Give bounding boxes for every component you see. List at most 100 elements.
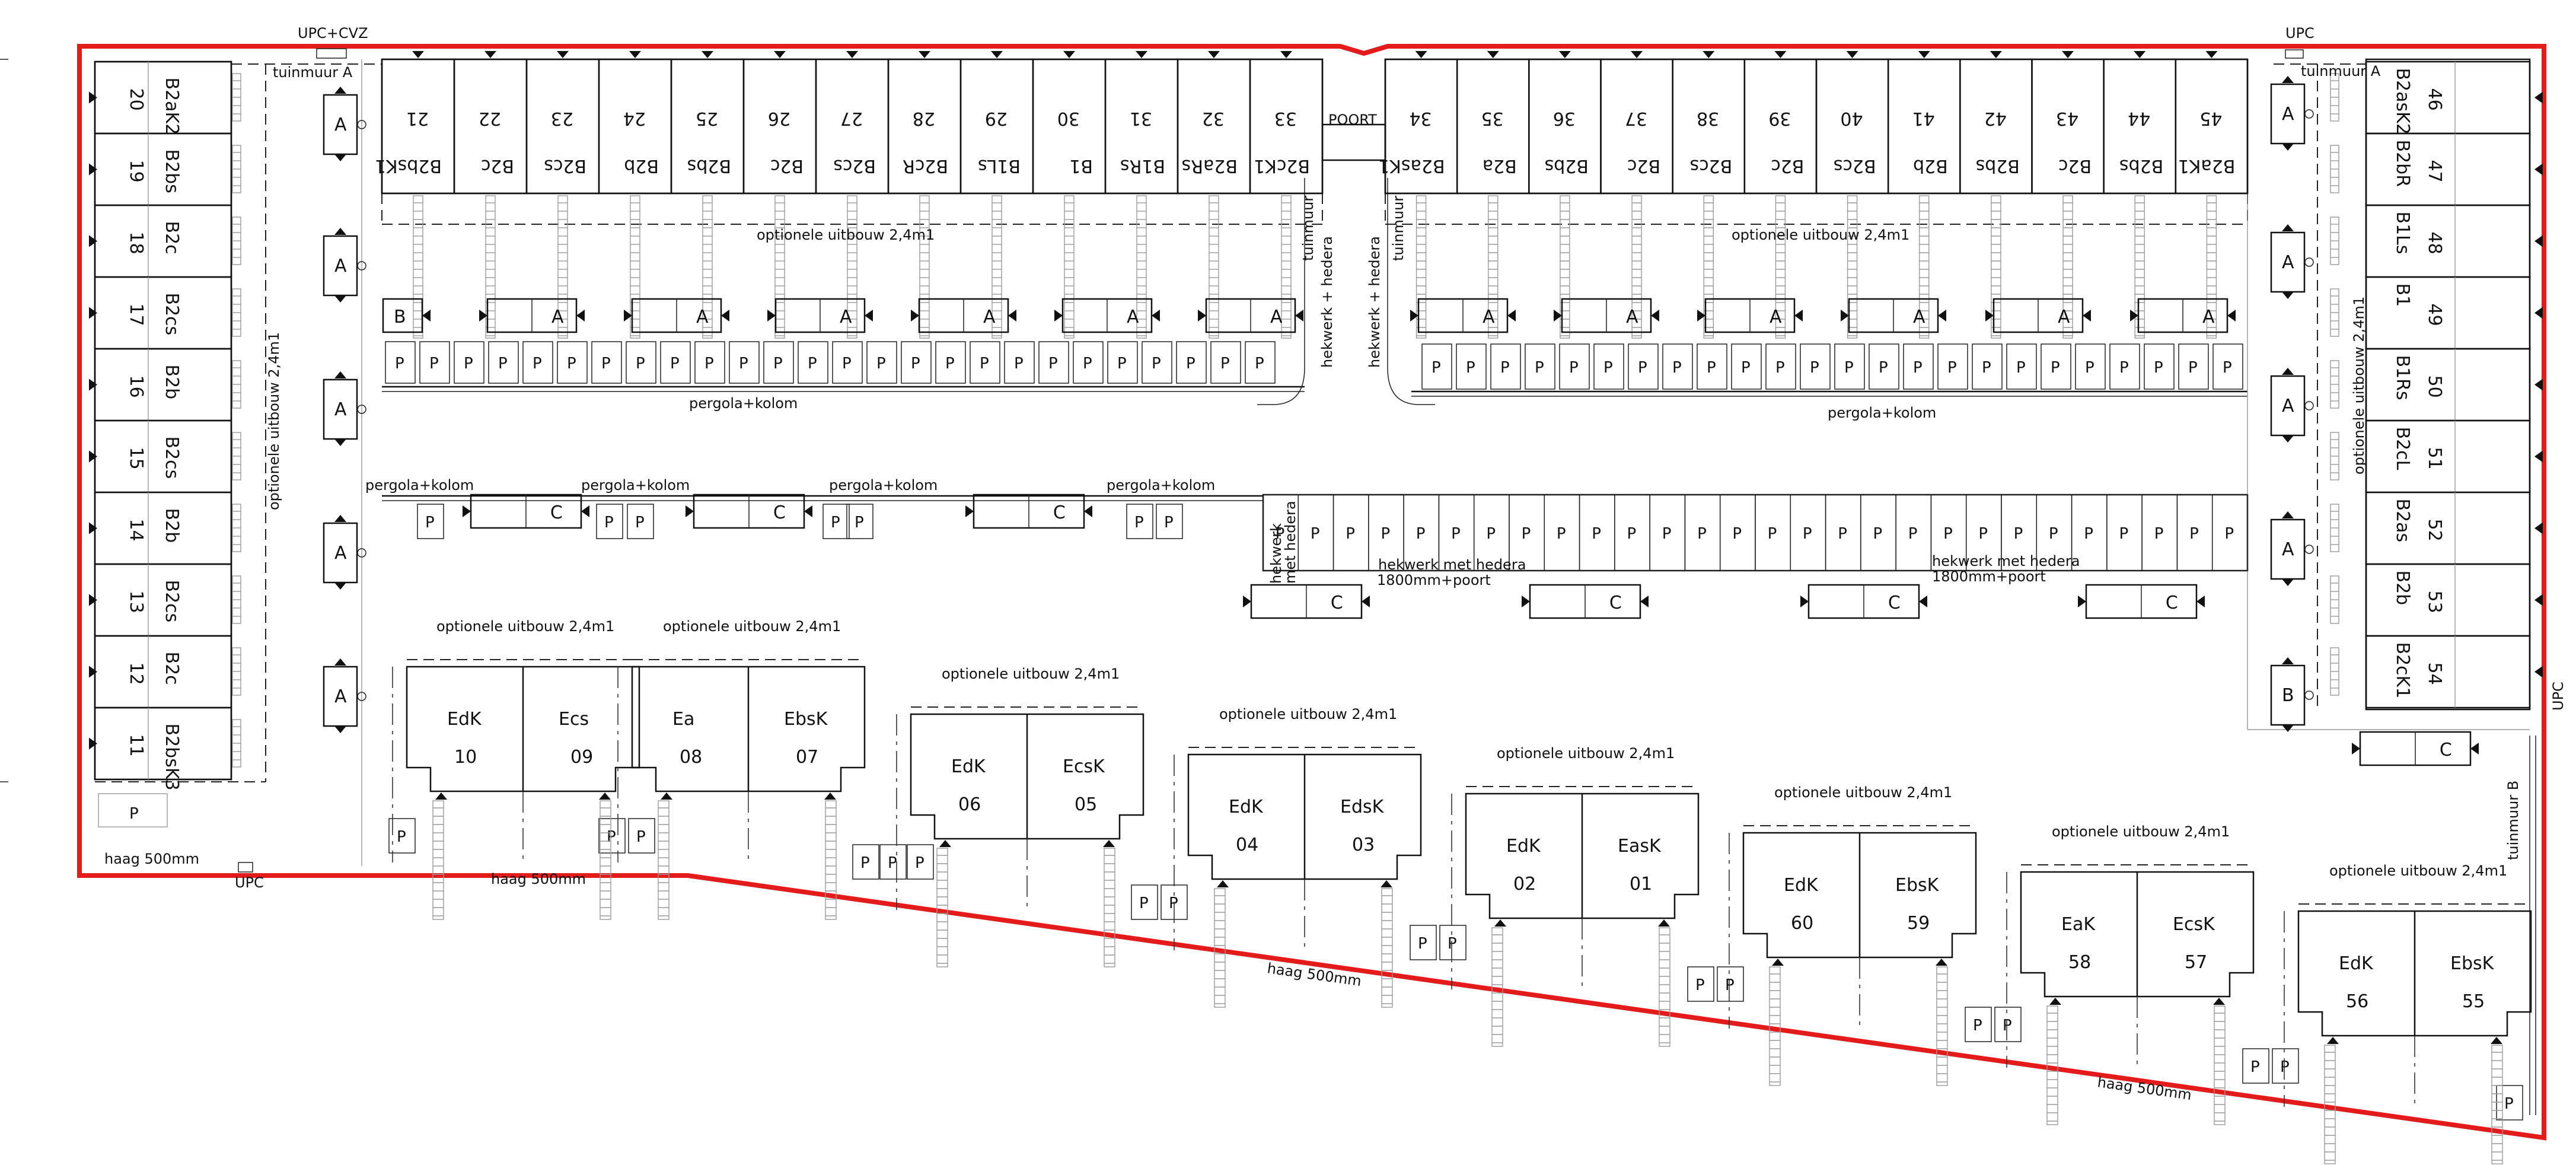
parking-label: P [831,514,840,531]
entrance-arrow [1008,310,1016,322]
house-type: B2b [2392,571,2413,606]
parking-label: P [1707,359,1716,377]
parking-label: P [1879,359,1888,377]
entrance-arrow [1631,51,1643,58]
house-type: EcsK [2173,914,2215,935]
parking-spot [866,341,897,384]
house-type: B2aK1 [2178,155,2236,176]
parking-spot [2075,343,2106,390]
parking-spot [1490,343,1521,390]
entrance-arrow [2491,1037,2502,1044]
parking-label: P [945,355,955,373]
parking-spot [1073,341,1104,384]
house-number: 22 [479,108,501,129]
parking-spot [1869,343,1899,390]
entrance-arrow [1280,51,1292,58]
paving-strip [1703,195,1714,339]
parking-spot [388,818,416,854]
light-symbol [2304,401,2314,410]
parking-label: P [636,828,646,846]
paving-strip [1919,195,1930,339]
entrance-arrow [1494,919,1506,927]
shed-label: B [2282,685,2294,706]
semi-detached-house [1187,753,1422,880]
entrance-arrow [1136,51,1147,58]
shed-label: C [1609,593,1622,613]
entrance-arrow [89,378,97,391]
house-number: 21 [406,108,429,129]
parking-spot [832,341,863,384]
light-symbol [357,120,366,129]
label-optionele-uitbouw: optionele uitbouw 2,4m1 [2329,862,2507,879]
house-number: 53 [2424,591,2445,613]
label-poort: POORT [1328,112,1377,128]
entrance-arrow [334,439,346,446]
parking-label: P [2223,359,2232,377]
paving-strip [1415,195,1427,339]
top-left-row-houses: 21B2bsK122B2c23B2cs24B2b25B2bs26B2c27B2c… [375,51,1324,339]
parking-spot [1131,884,1158,920]
parking-label: P [1451,525,1461,543]
parking-label: P [2119,359,2129,377]
label-poort-1800-1: 1800mm+poort [1377,572,1491,588]
light-symbol [2304,690,2314,700]
parking-label: P [1014,355,1024,373]
entrance-arrow [2282,657,2294,664]
entrance-arrow [2205,51,2218,58]
entrance-arrow [1152,310,1160,322]
parking-label: P [1276,525,1285,543]
house-right [2365,348,2531,422]
paving-strip [1847,195,1858,339]
house-type: EdsK [1340,797,1385,817]
parking-label: P [635,514,645,531]
entrance-arrow [939,840,951,847]
parking-spot [729,341,760,384]
parking-spot [522,341,553,384]
parking-label: P [395,355,404,373]
entrance-arrow [1846,51,1858,58]
entrance-arrow [1522,596,1530,607]
parking-spot [1525,343,1555,390]
entrance-arrow [1295,310,1303,322]
house-type: B2cK1 [1254,155,1310,176]
parking-label: P [1947,359,1957,377]
paving-strip [1769,966,1781,1086]
parking-spot [2144,343,2175,390]
parking-label: P [1697,525,1707,543]
house-number: 29 [985,108,1008,129]
parking-label: P [1844,359,1854,377]
parking-spot [2272,1048,2299,1084]
house-number: 42 [1984,108,2007,129]
parking-spot [1245,341,1276,384]
entrance-arrow [1640,596,1649,607]
entrance-arrow [599,792,611,800]
parking-label: P [1346,525,1355,543]
parking-label: P [1982,359,1991,377]
shed-label: A [334,686,347,707]
paving-strip [1488,195,1499,339]
parking-label: P [2119,525,2129,543]
entrance-arrow [89,522,97,534]
parking-label: P [1486,525,1496,543]
house-number: 35 [1481,108,1504,129]
house-number: 13 [126,591,146,613]
parking-label: P [2085,359,2094,377]
house-number: 25 [696,108,718,129]
parking-spot [901,341,932,384]
parking-label: P [2154,525,2164,543]
house-number: 40 [1840,108,1863,129]
house-number: 56 [2346,991,2368,1012]
parking-label: P [1522,525,1531,543]
parking-spot [419,341,450,384]
paving-strip [919,195,930,339]
shed-label: A [2282,539,2294,560]
entrance-arrow [2062,51,2074,58]
parking-label: P [911,355,920,373]
entrance-arrow [721,310,729,322]
house-number: 33 [1274,108,1297,129]
house-type: B2b [1913,155,1948,176]
paving-strip [702,195,713,339]
entrance-arrow [334,582,346,590]
shed-label: A [2282,252,2294,273]
